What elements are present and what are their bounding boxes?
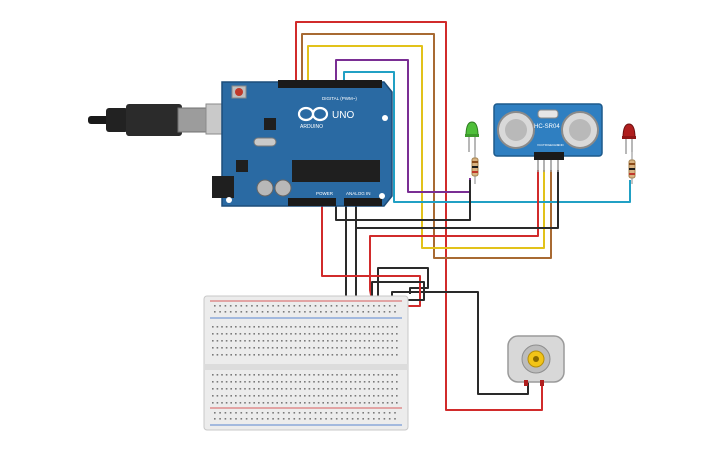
green-led[interactable]: [465, 121, 479, 152]
wire-black-motor[interactable]: [377, 267, 429, 300]
power-header-label: POWER: [316, 191, 334, 196]
dc-motor[interactable]: [507, 335, 565, 386]
analog-header: [344, 198, 382, 206]
wire-black-3[interactable]: [355, 170, 559, 229]
arduino-infinity-logo: [297, 106, 329, 122]
half-breadboard[interactable]: [203, 295, 409, 431]
digital-header: [278, 80, 382, 88]
wire-black-1[interactable]: [335, 180, 471, 221]
wire-red-sensor[interactable]: [369, 170, 539, 301]
usb-cable: [88, 103, 229, 136]
green-led-resistor[interactable]: [471, 150, 479, 184]
power-jack: [212, 176, 234, 198]
wires: [295, 21, 631, 411]
wire-black-motor-2[interactable]: [391, 291, 529, 395]
breadboard-holes: [212, 305, 398, 420]
atmega-chip: [292, 160, 380, 182]
red-led[interactable]: [622, 123, 636, 154]
sensor-pin-echo: ECHO: [550, 143, 559, 147]
digital-header-label: DIGITAL (PWM~): [322, 96, 357, 101]
analog-header-label: ANALOG IN: [346, 191, 371, 196]
reset-button[interactable]: [235, 88, 243, 96]
sensor-pin-gnd: GND: [557, 143, 565, 147]
wire-black-loop[interactable]: [371, 281, 425, 301]
power-header: [288, 198, 336, 206]
wire-teal[interactable]: [343, 71, 631, 203]
arduino-uno-board[interactable]: ARDUINO UNO DIGITAL (PWM~) POWER ANALOG …: [212, 80, 393, 207]
wire-brown[interactable]: [301, 33, 552, 259]
red-led-resistor[interactable]: [628, 152, 636, 184]
sensor-model-text: HC-SR04: [534, 124, 560, 130]
wire-red-top[interactable]: [295, 21, 543, 411]
sensor-pin-vcc: VCC: [537, 143, 544, 147]
wire-red-5v[interactable]: [316, 199, 421, 307]
board-model-text: UNO: [332, 110, 354, 121]
sensor-pin-trig: TRIG: [543, 143, 551, 147]
board-brand-text: ARDUINO: [300, 124, 323, 130]
ultrasonic-sensor[interactable]: HC-SR04 VCC TRIG ECHO GND: [493, 103, 603, 172]
wire-yellow[interactable]: [307, 45, 545, 249]
